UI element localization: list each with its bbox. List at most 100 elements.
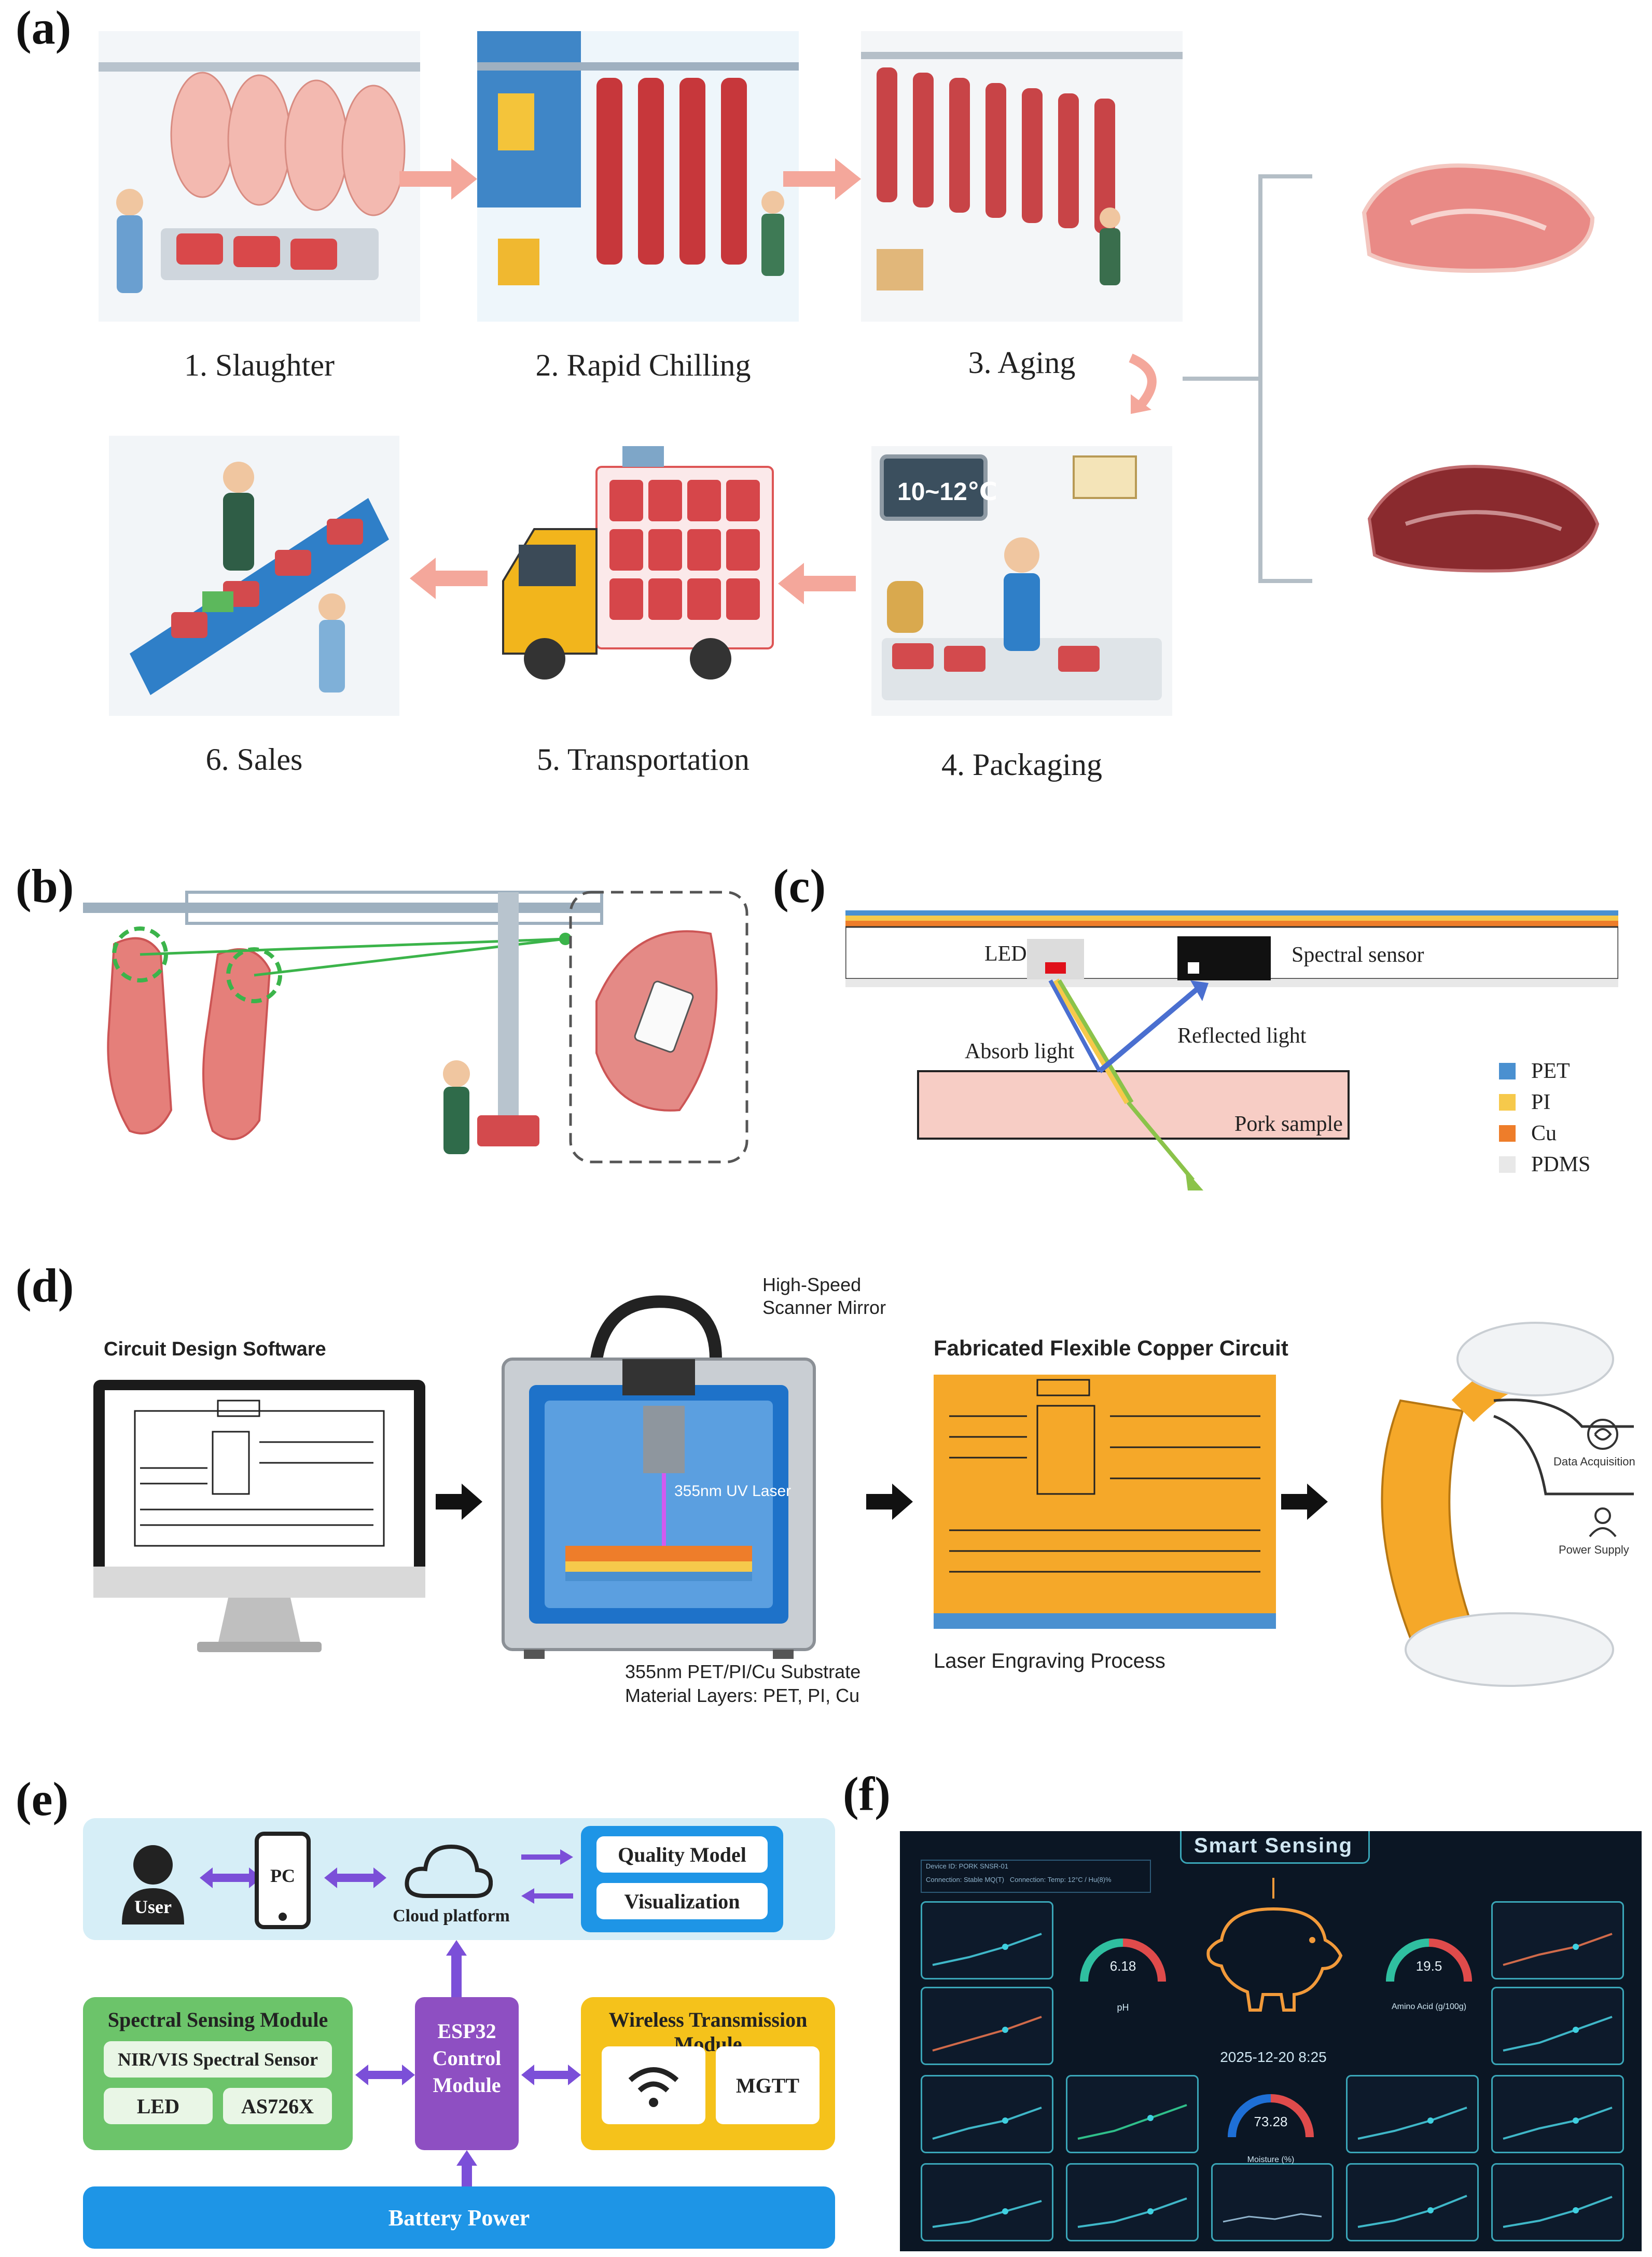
ph-gauge <box>1080 1938 1166 1982</box>
panel-b-carcass-scene <box>83 871 757 1172</box>
pc-label: PC <box>270 1865 295 1886</box>
trend-line <box>932 1933 1042 1966</box>
spectral-module-title: Spectral Sensing Module <box>107 2008 328 2031</box>
moisture-value: 73.28 <box>1254 2114 1288 2129</box>
amino-acid-label: Amino Acid (g/100g) <box>1391 2002 1467 2011</box>
trend-card <box>921 2163 1053 2241</box>
reflected-light-label: Reflected light <box>1177 1024 1307 1048</box>
panel-label-d: (d) <box>16 1259 74 1312</box>
moisture-label: Moisture (%) <box>1247 2155 1295 2164</box>
legend-item-pdms: PDMS <box>1499 1149 1618 1180</box>
dashboard-title-frame <box>1180 1831 1370 1864</box>
trend-card <box>1066 2163 1199 2241</box>
double-arrow-icon <box>355 2065 415 2085</box>
led-label: LED <box>984 942 1027 966</box>
panel-label-b: (b) <box>16 860 74 912</box>
trend-card <box>1346 2163 1479 2241</box>
trend-line <box>1503 2196 1613 2228</box>
quality-model-box: Quality Model <box>596 1836 768 1873</box>
arrow-left-icon <box>410 558 488 599</box>
aged-pork-image <box>1367 465 1600 573</box>
panel-c-sensor-diagram: LED Spectral sensor Absorb light Reflect… <box>845 910 1618 1201</box>
laser-engraver-machine <box>502 1295 816 1659</box>
trend-card <box>1346 2075 1479 2153</box>
sensor-cross-section <box>845 910 1618 1190</box>
visualization-box: Visualization <box>596 1883 768 1919</box>
trend-line <box>932 2016 1042 2052</box>
rapid-chilling-scene <box>477 31 799 322</box>
step-label-sales: 6. Sales <box>205 742 303 777</box>
arrow-right-icon <box>866 1484 913 1520</box>
legend-item-pi: PI <box>1499 1087 1618 1118</box>
trend-card <box>921 2075 1053 2153</box>
arrow-left-icon <box>778 563 856 604</box>
legend-item-cu: Cu <box>1499 1118 1618 1149</box>
step-label-rapid-chilling: 2. Rapid Chilling <box>535 348 751 382</box>
wifi-box <box>602 2046 705 2124</box>
trend-line <box>1357 2107 1467 2140</box>
scanner-mirror-label: High-Speed Scanner Mirror <box>762 1274 886 1318</box>
pork-sample-label: Pork sample <box>1234 1112 1343 1136</box>
power-supply-icon <box>1589 1507 1617 1538</box>
trend-line <box>1077 2197 1187 2228</box>
trend-line <box>932 2107 1042 2140</box>
trend-card <box>1211 2163 1334 2241</box>
panel-label-e: (e) <box>16 1773 69 1825</box>
substrate-label: 355nm PET/PI/Cu Substrate Material Layer… <box>625 1661 861 1706</box>
double-arrow-icon <box>324 1867 386 1888</box>
trend-card <box>1491 2163 1624 2241</box>
bracket-connector <box>1183 174 1312 583</box>
pig-icon <box>1206 1878 1343 2012</box>
moisture-gauge <box>1228 2094 1314 2138</box>
aging-scene <box>861 31 1183 322</box>
arrow-right-icon <box>436 1484 482 1520</box>
panel-label-a: (a) <box>16 1 72 54</box>
smartphone-icon <box>255 1832 311 1929</box>
fresh-pork-image <box>1362 163 1595 273</box>
spectral-sensor-label: Spectral sensor <box>1292 943 1424 967</box>
trend-line <box>1077 2104 1187 2140</box>
circuit-title: Fabricated Flexible Copper Circuit <box>934 1336 1288 1360</box>
data-acquisition-icon <box>1587 1419 1618 1450</box>
led-box: LED <box>104 2088 213 2124</box>
packaging-temperature: 10~12℃ <box>897 478 997 506</box>
esp32-label: ESP32 Control Module <box>432 2019 502 2097</box>
cloud-platform-label: Cloud platform <box>393 1906 510 1926</box>
double-arrow-icon <box>521 2065 581 2085</box>
device-id: Device ID: PORK SNSR-01 <box>926 1862 1008 1870</box>
device-info-box <box>921 1860 1151 1893</box>
step-label-slaughter: 1. Slaughter <box>184 348 335 382</box>
user-label: User <box>134 1896 172 1917</box>
arrow-right-icon <box>521 1849 573 1865</box>
slaughter-scene <box>99 31 420 322</box>
arrow-up-icon <box>456 2150 477 2192</box>
trend-card <box>921 1901 1053 1979</box>
battery-power-bar <box>83 2186 835 2249</box>
cloud-icon <box>405 1844 493 1898</box>
trend-card <box>1491 2075 1624 2153</box>
power-supply-label: Power Supply <box>1559 1543 1629 1556</box>
trend-line <box>1223 2213 1322 2223</box>
panel-a: 1. Slaughter 2. Rapid Chilling 3. Aging <box>0 0 1652 809</box>
battery-power-label: Battery Power <box>388 2205 530 2231</box>
laser-engraving-label: Laser Engraving Process <box>934 1650 1165 1672</box>
panel-f-dashboard: Smart Sensing Device ID: PORK SNSR-01 Co… <box>900 1831 1642 2251</box>
trend-line <box>932 2200 1042 2228</box>
double-arrow-icon <box>200 1867 262 1888</box>
step-label-packaging: 4. Packaging <box>941 747 1102 782</box>
flexible-copper-circuit <box>934 1375 1276 1629</box>
connection-status: Connection: Stable MQ(T) Connection: Tem… <box>926 1876 1112 1884</box>
packaging-scene <box>871 446 1172 716</box>
panel-label-f: (f) <box>843 1767 891 1820</box>
software-title: Circuit Design Software <box>104 1338 326 1360</box>
step-label-transportation: 5. Transportation <box>536 742 750 777</box>
nir-vis-sensor-box: NIR/VIS Spectral Sensor <box>104 2041 332 2078</box>
ph-value: 6.18 <box>1109 1958 1136 1974</box>
trend-card <box>1491 1987 1624 2065</box>
arrow-up-icon <box>446 1940 467 1997</box>
mgtt-box: MGTT <box>716 2046 820 2124</box>
trend-card <box>921 1987 1053 2065</box>
uv-laser-label: 355nm UV Laser <box>674 1483 792 1500</box>
as726x-box: AS726X <box>223 2088 332 2124</box>
arrow-left-icon <box>521 1888 573 1904</box>
